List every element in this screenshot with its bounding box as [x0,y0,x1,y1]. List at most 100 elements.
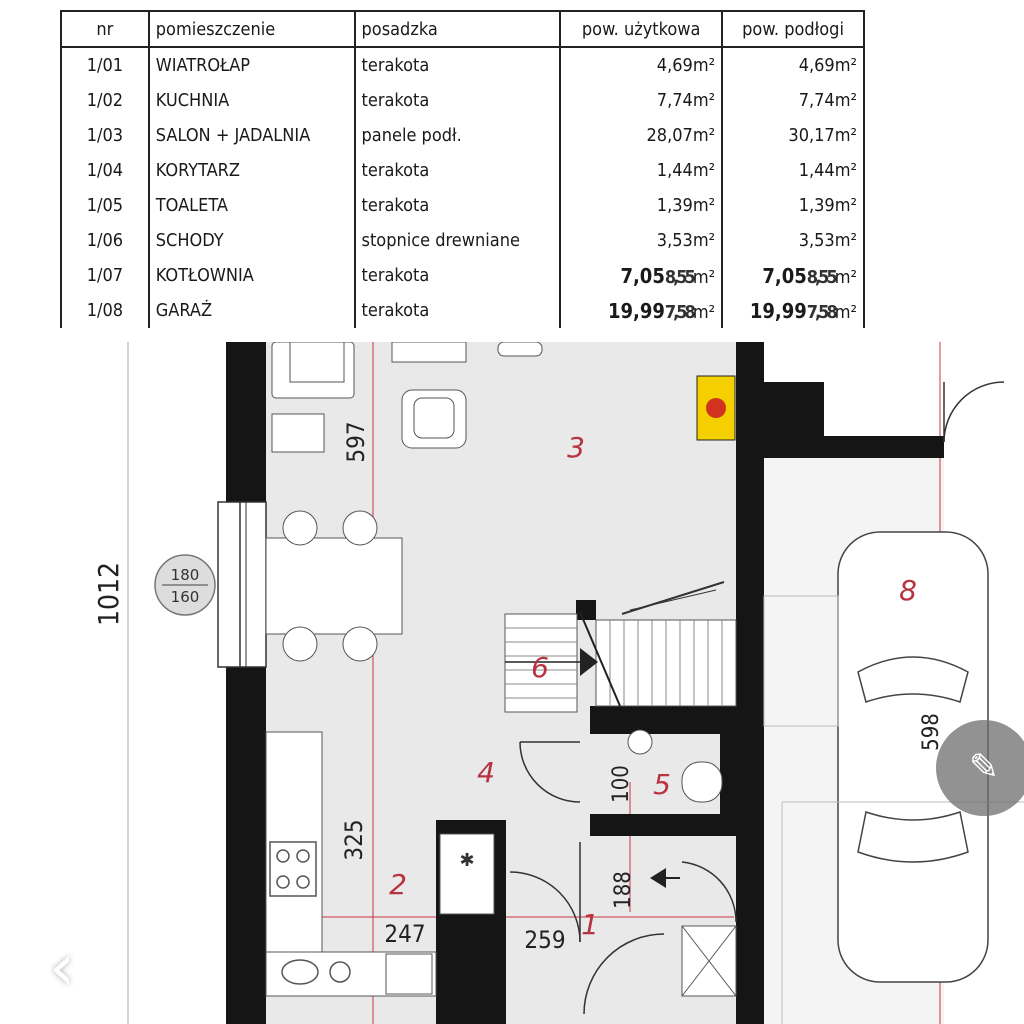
cell-floor-area: 7,058,55m² [721,258,865,293]
corrected-value: 19,99 [607,298,665,323]
room-number-5: 5 [653,768,671,801]
image-divider [0,337,1024,341]
cell-floor-area: 4,69m² [721,47,865,83]
cooktop-icon [269,841,317,897]
dim-597: 597 [342,421,370,462]
dimension-labels: 1012 597 325 247 259 100 188 598 [92,421,944,954]
corrected-value: 19,99 [749,298,807,323]
cell-flooring: terakota [353,188,562,223]
toilet-icon [627,729,723,803]
cell-nr: 1/05 [60,188,150,223]
unit-label: m² [692,266,716,288]
cell-nr: 1/06 [60,223,150,258]
flame-icon [706,398,726,418]
cell-usable-area: 3,53m² [559,223,724,258]
table-row: 1/07 KOTŁOWNIA terakota 7,058,55m² 7,058… [60,258,865,293]
cell-room: WIATROŁAP [147,47,356,83]
room-number-8: 8 [899,574,917,607]
window-tag-top: 180 [171,566,200,584]
corrected-value: 7,05 [620,263,665,288]
corrected-value: 7,05 [762,263,807,288]
table-row: 1/08 GARAŻ terakota 19,997,58m² 19,997,5… [60,293,865,328]
entry-arrow-icon [650,868,666,888]
window [217,501,267,668]
cell-floor-area: 3,53m² [721,223,865,258]
snowflake-icon: ✱ [459,850,474,871]
room-table-region: nr pomieszczenie posadzka pow. użytkowa … [60,0,868,340]
cell-flooring: terakota [353,83,562,118]
floor-plan-region: 180 160 ✱ [0,342,1024,1024]
chevron-left-icon: ‹ [49,931,75,1005]
garage-shelving [763,595,839,727]
cell-usable-area: 1,44m² [559,153,724,188]
crossed-out-old-value: 7,58 [806,301,838,323]
dim-100: 100 [609,765,634,803]
tv-unit [391,342,467,363]
cell-room: SALON + JADALNIA [147,118,356,153]
back-button[interactable]: ‹ [22,928,102,1008]
dim-total-height: 1012 [92,562,125,626]
room-number-6: 6 [531,651,549,684]
pencil-icon: ✎ [968,747,1000,788]
cell-room: KOTŁOWNIA [147,258,356,293]
table-row: 1/03 SALON + JADALNIA panele podł. 28,07… [60,118,865,153]
cell-flooring: terakota [353,47,562,83]
cell-floor-area: 30,17m² [721,118,865,153]
staircase [504,581,737,713]
cell-nr: 1/07 [60,258,150,293]
cell-flooring: stopnice drewniane [353,223,562,258]
crossed-out-old-value: 8,55 [806,266,838,288]
table-row: 1/01 WIATROŁAP terakota 4,69m² 4,69m² [60,47,865,83]
cell-usable-area: 4,69m² [559,47,724,83]
table-row: 1/04 KORYTARZ terakota 1,44m² 1,44m² [60,153,865,188]
cell-usable-area: 19,997,58m² [559,293,724,328]
cell-nr: 1/03 [60,118,150,153]
room-table: nr pomieszczenie posadzka pow. użytkowa … [60,10,865,328]
cell-floor-area: 1,39m² [721,188,865,223]
cell-usable-area: 28,07m² [559,118,724,153]
table-row: 1/05 TOALETA terakota 1,39m² 1,39m² [60,188,865,223]
room-number-3: 3 [567,431,585,464]
sink-icon [281,959,351,985]
cell-flooring: terakota [353,153,562,188]
room-labels: 3 6 4 5 2 1 8 [389,431,917,941]
dim-259: 259 [524,926,565,954]
cell-flooring: terakota [353,258,562,293]
crossed-out-old-value: 7,58 [664,301,696,323]
cell-room: SCHODY [147,223,356,258]
col-header-floor-area: pow. podłogi [721,10,865,48]
cell-floor-area: 7,74m² [721,83,865,118]
col-header-flooring: posadzka [353,10,562,48]
dim-247: 247 [384,920,425,948]
cell-flooring: terakota [353,293,562,328]
dishwasher [385,953,433,995]
unit-label: m² [834,301,857,323]
col-header-nr: nr [60,10,150,48]
dining-table [265,537,403,635]
cell-nr: 1/02 [60,83,150,118]
unit-label: m² [834,266,857,288]
room-number-1: 1 [581,908,599,941]
cell-flooring: panele podł. [353,118,562,153]
room-number-2: 2 [389,868,407,901]
table-header-row: nr pomieszczenie posadzka pow. użytkowa … [60,10,865,48]
unit-label: m² [692,301,716,323]
col-header-room: pomieszczenie [147,10,356,48]
kitchen-counter [265,731,323,983]
edit-button[interactable]: ✎ [936,720,1024,816]
cell-room: KORYTARZ [147,153,356,188]
chairs [282,510,378,662]
side-table [271,413,325,453]
cell-usable-area: 7,74m² [559,83,724,118]
cell-usable-area: 1,39m² [559,188,724,223]
table-row: 1/06 SCHODY stopnice drewniane 3,53m² 3,… [60,223,865,258]
dim-188: 188 [611,871,636,909]
cell-usable-area: 7,058,55m² [559,258,724,293]
window-tag-bottom: 160 [171,588,200,606]
fridge [439,833,495,915]
floor-plan: 180 160 ✱ [92,342,1024,1024]
cell-nr: 1/08 [60,293,150,328]
cell-floor-area: 19,997,58m² [721,293,865,328]
car-icon [837,531,989,983]
cell-nr: 1/04 [60,153,150,188]
